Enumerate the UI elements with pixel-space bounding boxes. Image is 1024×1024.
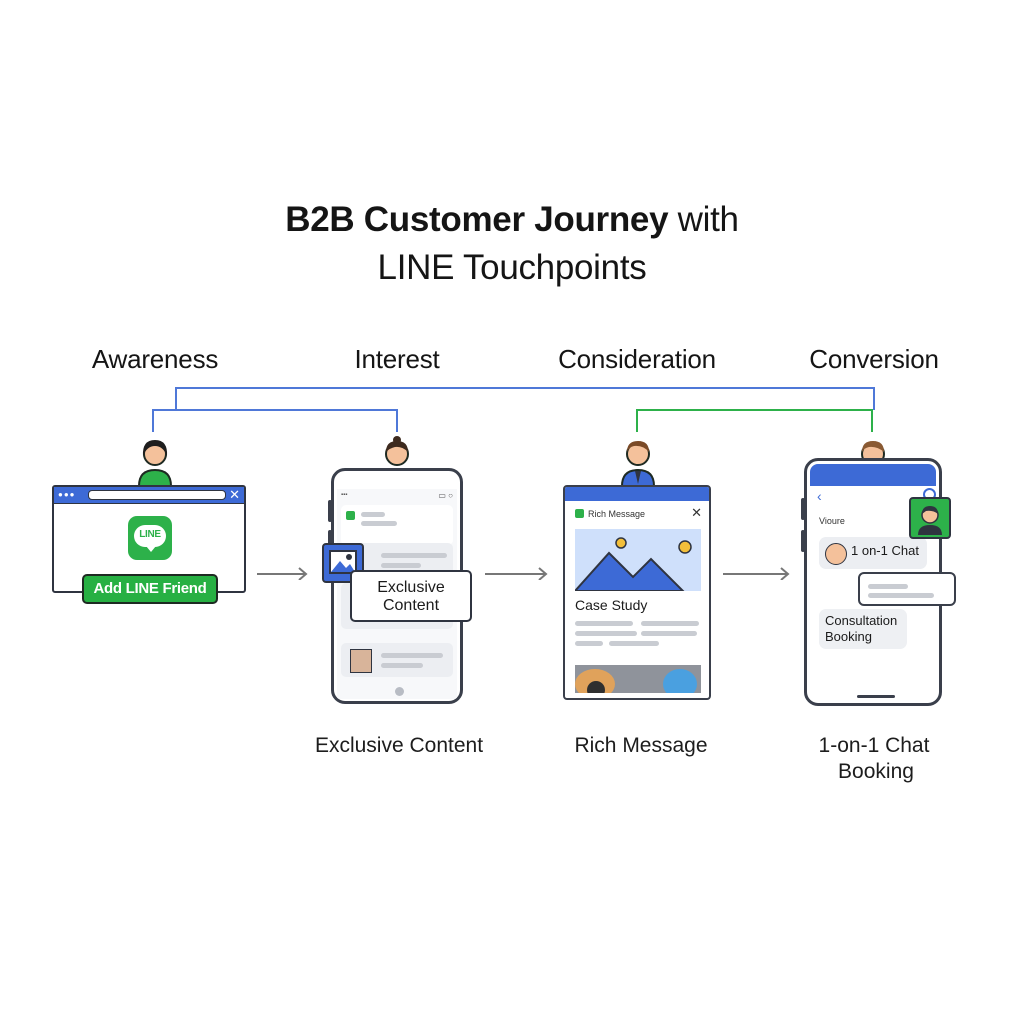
home-indicator [857, 695, 895, 698]
stage-awareness: Awareness [91, 344, 219, 374]
booking-line2: Booking [825, 629, 872, 644]
agent-avatar-icon [909, 497, 951, 539]
person-icon [616, 434, 660, 486]
home-button[interactable] [395, 687, 404, 696]
one-on-one-chat-bubble: 1 on-1 Chat [819, 537, 927, 569]
caption-conversion-line1: 1-on-1 Chat [818, 734, 930, 757]
stage-conversion: Conversion [809, 344, 939, 374]
caption-consideration: Rich Message [574, 734, 708, 757]
address-bar[interactable] [88, 490, 226, 500]
chat-contact-label: Vioure [819, 516, 845, 526]
caption-interest: Exclusive Content [314, 734, 484, 757]
close-icon[interactable]: ✕ [691, 505, 702, 520]
person-icon [133, 434, 177, 486]
title-rest: with [668, 200, 739, 239]
browser-dots-icon: ●●● [58, 490, 76, 499]
phone-side-button [328, 530, 332, 552]
stage-interest: Interest [354, 344, 440, 374]
reply-bubble [858, 572, 956, 606]
app-icon [346, 511, 355, 520]
booking-line1: Consultation [825, 613, 898, 628]
chat-header [810, 464, 936, 486]
chat-label: 1 on-1 Chat [851, 543, 919, 558]
diagram-subtitle: LINE Touchpoints [377, 248, 647, 287]
arrow-icon [257, 567, 308, 580]
back-chevron-icon[interactable]: ‹ [817, 488, 822, 504]
line-app-icon [575, 509, 584, 518]
banner-image [575, 665, 701, 693]
profile-photo [350, 649, 372, 673]
browser-toolbar: ●●● ✕ [54, 487, 244, 504]
line-logo-text: LINE [139, 529, 161, 540]
connector-consideration-conversion [636, 409, 873, 432]
stage-consideration: Consideration [558, 344, 716, 374]
rich-message-card: Rich Message ✕ Case Study [563, 485, 711, 700]
exclusive-content-callout: Exclusive Content [350, 570, 472, 622]
phone-side-button [328, 500, 332, 522]
arrow-icon [723, 567, 790, 580]
caption-conversion-line2: Booking [838, 760, 914, 783]
connector-awareness-interest [152, 409, 398, 432]
phone-status-icons: ▭ ○ [438, 491, 453, 500]
phone-side-button [801, 530, 805, 552]
callout-line1: Exclusive [377, 579, 445, 596]
rich-message-topbar [565, 487, 709, 501]
close-icon[interactable]: ✕ [229, 487, 240, 502]
line-logo-icon: LINE [128, 516, 172, 560]
phone-side-button [801, 498, 805, 520]
case-study-title: Case Study [575, 597, 648, 613]
connector-top-span [175, 387, 875, 410]
rich-message-header: Rich Message [575, 509, 645, 519]
diagram-title: B2B Customer Journey with [0, 196, 1024, 244]
callout-line2: Content [382, 597, 440, 614]
mountain-image [575, 529, 701, 591]
user-avatar-icon [825, 543, 847, 565]
title-bold: B2B Customer Journey [285, 200, 669, 239]
arrow-icon [485, 567, 548, 580]
add-line-friend-button[interactable]: Add LINE Friend [82, 574, 218, 604]
rich-message-header-text: Rich Message [588, 509, 646, 519]
consultation-booking-bubble[interactable]: Consultation Booking [819, 609, 907, 649]
